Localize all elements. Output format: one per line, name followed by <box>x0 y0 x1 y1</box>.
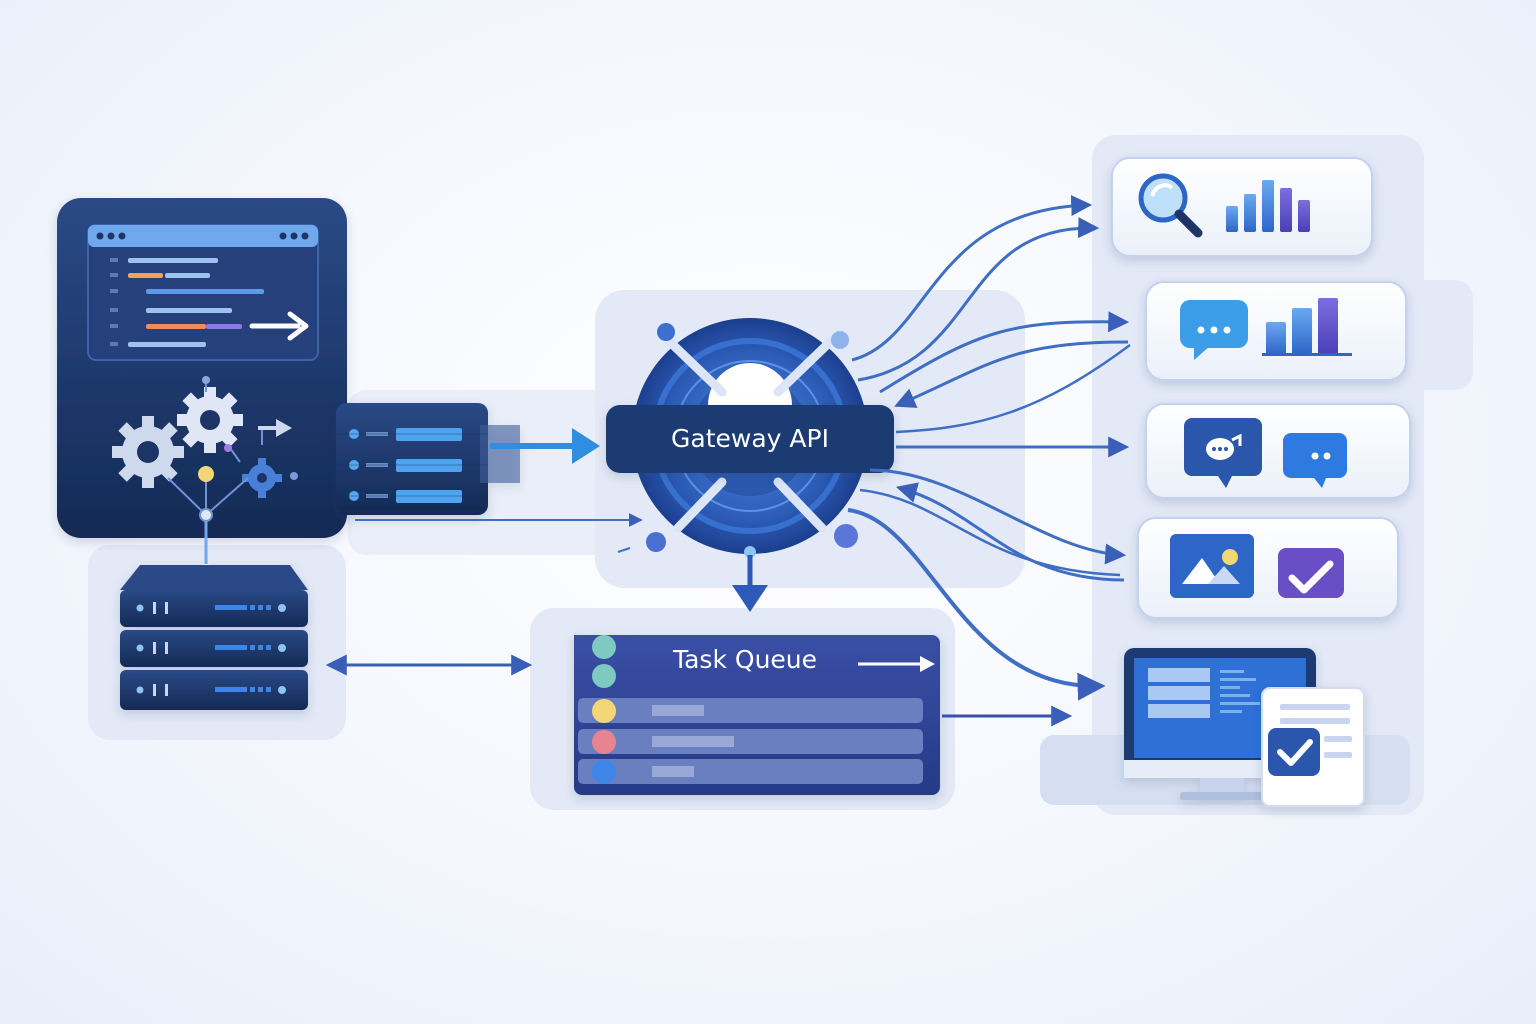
document-check-icon <box>1261 687 1365 807</box>
task-queue-node: Task Queue <box>574 635 940 795</box>
bar-chart-icon <box>1226 180 1310 232</box>
message-icon <box>1283 433 1347 488</box>
message-icon <box>1184 418 1262 488</box>
image-icon <box>1170 534 1254 598</box>
gears-icon <box>112 376 298 522</box>
code-editor-icon <box>87 224 319 361</box>
check-icon <box>1278 548 1344 598</box>
gateway-service-arrows <box>847 195 1131 701</box>
gateway-api-node: Gateway API <box>606 405 894 473</box>
search-icon <box>1138 173 1203 238</box>
request-to-gateway-arrows <box>355 428 643 553</box>
queue-label: Task Queue <box>672 645 817 674</box>
request-stack-icon <box>336 403 520 515</box>
bar-chart-icon <box>1262 298 1352 356</box>
chat-bubble-icon <box>1180 300 1248 360</box>
gateway-label: Gateway API <box>671 424 829 453</box>
server-rack-icon <box>120 565 308 710</box>
